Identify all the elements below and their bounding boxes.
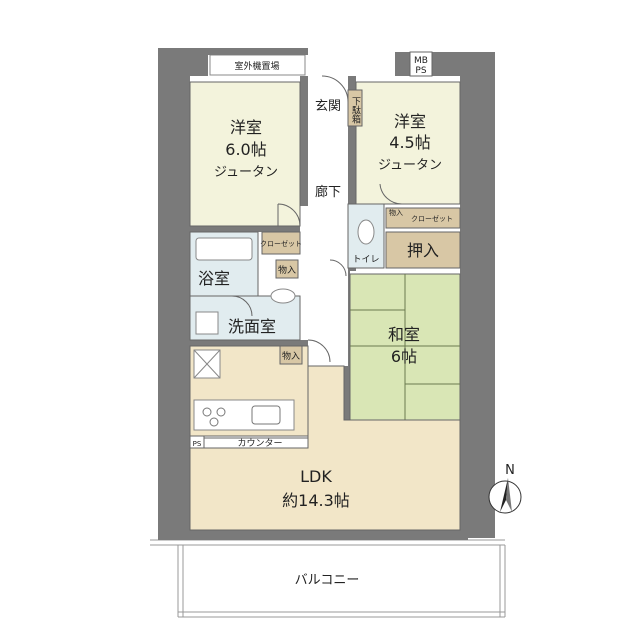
hallway bbox=[308, 76, 348, 366]
storage-b-label: 物入 bbox=[389, 208, 403, 217]
compass-needle bbox=[500, 478, 508, 512]
hallway-label: 廊下 bbox=[315, 184, 341, 200]
western-room-a bbox=[189, 81, 301, 227]
storage-c-label: 物入 bbox=[282, 350, 300, 362]
shoe-box bbox=[347, 89, 363, 127]
ldk-area bbox=[189, 365, 461, 531]
wash-basin bbox=[270, 288, 296, 304]
oshiire-label: 押入 bbox=[407, 241, 439, 260]
storage-a-label: 物入 bbox=[278, 264, 296, 276]
bath-label: 浴室 bbox=[198, 269, 230, 288]
entrance-label: 玄関 bbox=[315, 99, 341, 114]
counter-label: カウンター bbox=[237, 438, 282, 449]
stove-burner bbox=[209, 417, 219, 427]
closet-a bbox=[261, 231, 301, 255]
toilet-label: トイレ bbox=[352, 255, 379, 265]
doors bbox=[231, 75, 403, 363]
ldk-name: LDK bbox=[300, 467, 332, 486]
storage-a bbox=[275, 259, 299, 279]
storage-c bbox=[279, 345, 303, 365]
stove-burner bbox=[202, 407, 212, 417]
western-room-b bbox=[355, 81, 461, 205]
fridge-cross-b bbox=[193, 349, 221, 379]
western-b-size: 4.5帖 bbox=[389, 133, 430, 152]
closet-b-label: クローゼット bbox=[411, 214, 453, 223]
mb-label: MB bbox=[414, 56, 428, 66]
washroom-label: 洗面室 bbox=[228, 317, 276, 336]
ps-bottom-label: PS bbox=[193, 440, 202, 448]
outdoor-unit-label: 室外機置場 bbox=[234, 60, 279, 72]
western-b-floor: ジュータン bbox=[378, 158, 442, 173]
balcony-label: バルコニー bbox=[295, 573, 360, 588]
toilet-bowl bbox=[357, 219, 375, 245]
ldk-size: 約14.3帖 bbox=[282, 491, 350, 510]
tatami-lines bbox=[350, 274, 460, 420]
washing-machine bbox=[195, 311, 219, 335]
western-a-name: 洋室 bbox=[230, 118, 262, 137]
western-a-floor: ジュータン bbox=[214, 165, 278, 180]
western-a-size: 6.0帖 bbox=[225, 140, 266, 159]
oshiire bbox=[385, 231, 461, 269]
mb-ps-box bbox=[409, 51, 433, 77]
bathtub bbox=[195, 237, 253, 261]
japanese-size: 6帖 bbox=[391, 347, 417, 366]
compass-north: N bbox=[505, 463, 515, 478]
closet-b bbox=[385, 207, 461, 229]
closet-a-label: クローゼット bbox=[260, 239, 302, 248]
western-b-name: 洋室 bbox=[394, 112, 426, 131]
kitchen-sink bbox=[251, 405, 281, 425]
stove-burner bbox=[216, 407, 226, 417]
shoe-box-label: 下駄箱 bbox=[350, 97, 361, 125]
ps-top-label: PS bbox=[415, 66, 426, 76]
compass-needle-tail bbox=[506, 478, 512, 512]
japanese-name: 和室 bbox=[388, 325, 420, 344]
compass: N bbox=[488, 463, 522, 514]
